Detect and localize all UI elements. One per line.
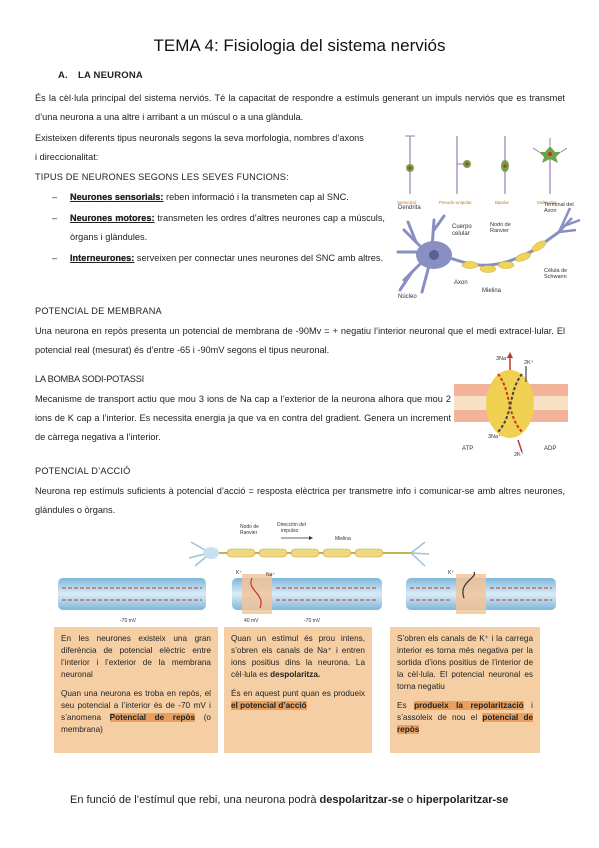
label-bipolar: Bipolar bbox=[495, 200, 510, 205]
membrane-potential-heading: POTENCIAL DE MEMBRANA bbox=[35, 306, 162, 316]
section-number: A. bbox=[58, 70, 68, 81]
nucleus bbox=[429, 250, 439, 260]
box1-highlight: Potencial de repòs bbox=[109, 713, 196, 722]
footer-bold-hyperpolarize: hiperpolaritzar-se bbox=[416, 794, 509, 806]
label-na-top: 3Na⁺ bbox=[496, 355, 509, 362]
label-na: Na⁺ bbox=[266, 572, 275, 578]
box3-highlight1: produeix la repolarització bbox=[414, 701, 524, 710]
list-item: – Neurones motores: transmeten les ordres… bbox=[52, 209, 385, 247]
bipolar-neuron-icon bbox=[501, 136, 509, 194]
label-k-top: 2K⁺ bbox=[524, 359, 534, 366]
box2-highlight: el potencial d’acció bbox=[231, 701, 307, 710]
types-heading: TIPUS DE NEURONES SEGONS LES SEVES FUNCI… bbox=[35, 172, 289, 182]
term-desc: serveixen per connectar unes neurones de… bbox=[134, 253, 384, 263]
label-pseudo: Pseudo-unipolar bbox=[439, 200, 472, 205]
axon-resting-state: -70 mV bbox=[58, 578, 206, 624]
box2-p1: Quan un estímul és prou intens, s’obren … bbox=[231, 634, 365, 679]
action-potential-heading: POTENCIAL D’ACCIÓ bbox=[35, 466, 131, 476]
info-box-repolarization: S’obren els canals de K⁺ i la carrega in… bbox=[390, 627, 540, 753]
info-box-resting: En les neurones existeix una gran diferè… bbox=[54, 627, 218, 753]
sensorial-neuron-icon bbox=[405, 135, 415, 194]
axon-line bbox=[449, 230, 560, 267]
myelin-segments bbox=[226, 548, 384, 558]
list-item: – Interneurones: serveixen per connectar … bbox=[52, 249, 385, 268]
list-dash: – bbox=[52, 192, 58, 202]
pump-text: Mecanisme de transport actiu que mou 3 i… bbox=[35, 394, 451, 442]
section-label: LA NEURONA bbox=[78, 70, 143, 81]
types-list: – Neurones sensorials: reben informació i… bbox=[52, 188, 385, 270]
term-desc: transmeten les ordres d’altres neurones … bbox=[70, 213, 385, 242]
label-sensorial: Sensorial bbox=[397, 200, 416, 205]
box2-p2: És en aquest punt quan es produeix el po… bbox=[231, 689, 365, 710]
axon-depolarization-state: K⁺ Na⁺ 40 mV -70 mV bbox=[232, 570, 382, 624]
label-k-bot: 2K⁺ bbox=[514, 451, 524, 458]
label-axon: Axon bbox=[454, 280, 468, 286]
pump-heading: LA BOMBA SODI-POTASSI bbox=[35, 374, 144, 384]
list-item: – Neurones sensorials: reben informació i… bbox=[52, 188, 385, 207]
label-k1: K⁺ bbox=[236, 570, 242, 576]
term-interneurones: Interneurones: bbox=[70, 253, 135, 263]
myelin-sheaths bbox=[461, 240, 547, 273]
label-atp: ATP bbox=[462, 446, 473, 452]
footer-bold-depolarize: despolaritzar-se bbox=[319, 794, 404, 806]
sodium-potassium-pump-diagram: 3Na⁺ 2K⁺ 3Na⁺ ATP 2K⁺ ADP bbox=[454, 352, 568, 458]
label-mv70-b: -70 mV bbox=[304, 618, 321, 624]
box3-p1: S’obren els canals de K⁺ i la carrega in… bbox=[397, 634, 533, 691]
pseudo-unipolar-neuron-icon bbox=[456, 136, 471, 194]
label-dendrita: Dendrita bbox=[398, 205, 421, 211]
box3-p2: Es produeix la repolarització i s’assole… bbox=[397, 701, 533, 734]
label-mv40: 40 mV bbox=[244, 618, 259, 624]
intro-paragraph: És la cèl·lula principal del sistema ner… bbox=[35, 93, 565, 122]
box1-p1: En les neurones existeix una gran diferè… bbox=[61, 634, 211, 679]
types-intro-line2: i direccionalitat: bbox=[35, 152, 99, 162]
multipolar-neuron-icon bbox=[532, 138, 568, 194]
list-dash: – bbox=[52, 213, 58, 223]
box1-p2: Quan una neurona es troba en repòs, el s… bbox=[61, 689, 211, 734]
list-dash: – bbox=[52, 253, 58, 263]
label-k2: K⁺ bbox=[448, 570, 454, 576]
label-mv70-a: -70 mV bbox=[120, 618, 137, 624]
section-heading-neurona: A. LA NEURONA bbox=[58, 70, 143, 81]
page-title: TEMA 4: Fisiologia del sistema nerviós bbox=[153, 36, 446, 55]
axon-states-figure: -70 mV K⁺ Na⁺ 40 mV -70 mV K⁺ bbox=[58, 570, 556, 624]
membrane-potential-text: Una neurona en repòs presenta un potenci… bbox=[35, 326, 565, 355]
term-motores: Neurones motores: bbox=[70, 213, 155, 223]
label-na-mid: 3Na⁺ bbox=[488, 433, 501, 440]
action-potential-text: Neurona rep estímuls suficients à potenc… bbox=[35, 486, 565, 515]
label-nucleo: Núcleo bbox=[398, 294, 417, 300]
axon-repolarization-state: K⁺ bbox=[406, 570, 556, 614]
neuron-types-figure: Sensorial Pseudo-unipolar Bipolar Multip… bbox=[397, 135, 568, 205]
term-desc: reben informació i la transmeten cap al … bbox=[163, 192, 349, 202]
label-mielina-banner: Mielina bbox=[335, 536, 351, 542]
footer-caption: En funció de l’estímul que rebi, una neu… bbox=[70, 794, 509, 806]
info-box-depolarization: Quan un estímul és prou intens, s’obren … bbox=[224, 627, 372, 753]
term-sensorials: Neurones sensorials: bbox=[70, 192, 164, 202]
label-multipolar: Multipolar bbox=[537, 200, 557, 205]
label-adp: ADP bbox=[544, 446, 556, 452]
types-intro-line1: Existeixen diferents tipus neuronals seg… bbox=[35, 133, 364, 143]
label-mielina: Mielina bbox=[482, 288, 502, 294]
axon-terminal bbox=[557, 207, 581, 234]
